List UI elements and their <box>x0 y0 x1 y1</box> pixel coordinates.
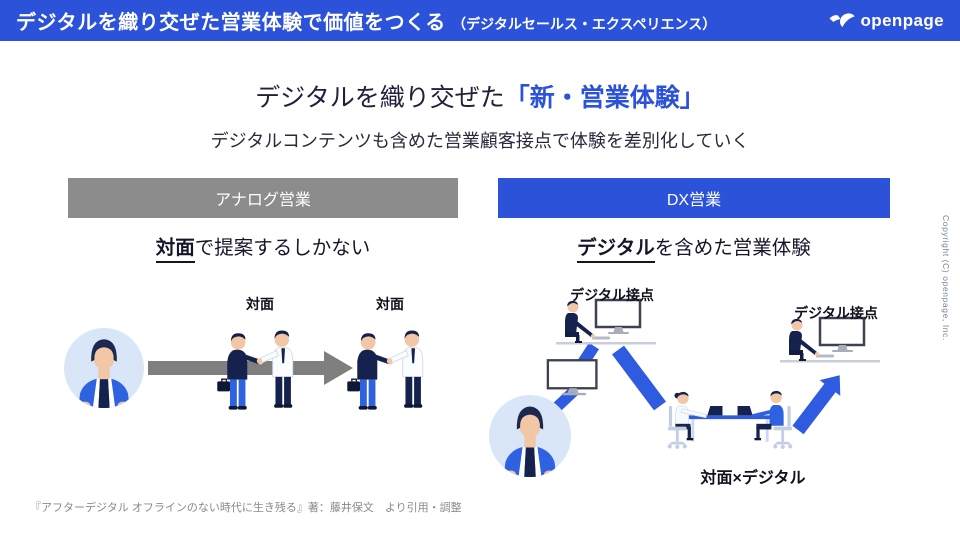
dx-caption-emphasis: デジタル <box>577 231 655 263</box>
digital-touchpoint-label-1: デジタル接点 <box>570 287 654 303</box>
salesperson-avatar-dx <box>489 395 571 477</box>
handshake-illustration-2 <box>340 325 440 416</box>
page-title: デジタルを織り交ぜた「新・営業体験」 <box>0 83 960 113</box>
meeting-label: 対面×デジタル <box>700 470 806 487</box>
dx-caption: デジタルを含めた営業体験 <box>498 231 890 263</box>
analog-caption: 対面で提案するしかない <box>68 231 458 263</box>
standalone-monitor-icon <box>546 358 602 398</box>
analog-caption-emphasis: 対面 <box>155 231 195 263</box>
dx-caption-rest: を含めた営業体験 <box>654 237 811 259</box>
citation-footnote: 『アフターデジタル オフラインのない時代に生き残る』著：藤井保文 より引用・調整 <box>30 502 462 514</box>
page-title-accent: 「新・営業体験」 <box>504 84 705 112</box>
face-to-face-label-2: 対面 <box>376 296 404 312</box>
page-title-prefix: デジタルを織り交ぜた <box>255 84 505 112</box>
digital-touchpoint-label-2: デジタル接点 <box>794 305 878 321</box>
handshake-illustration-1 <box>210 325 310 416</box>
slide-header: デジタルを織り交ぜた営業体験で価値をつくる （デジタルセールス・エクスペリエンス… <box>0 0 960 41</box>
gray-flow-arrow-icon <box>148 351 353 385</box>
logo-wordmark: openpage <box>860 10 944 30</box>
copyright-vertical: Copyright (C) openpage, Inc. <box>941 215 951 341</box>
logo-bird-icon <box>829 13 854 27</box>
page-subtitle: デジタルコンテンツも含めた営業顧客接点で体験を差別化していく <box>210 131 750 151</box>
salesperson-avatar <box>64 328 144 408</box>
dx-header-bar: DX営業 <box>498 178 890 218</box>
header-title-group: デジタルを織り交ぜた営業体験で価値をつくる （デジタルセールス・エクスペリエンス… <box>16 6 716 35</box>
meeting-table-scene <box>650 383 810 459</box>
openpage-logo: openpage <box>829 11 945 31</box>
analog-header-bar: アナログ営業 <box>68 178 458 218</box>
face-to-face-label-1: 対面 <box>246 296 274 312</box>
header-subtitle: （デジタルセールス・エクスペリエンス） <box>452 16 717 32</box>
desk-computer-scene-1 <box>556 298 656 348</box>
analog-caption-rest: で提案するしかない <box>194 237 371 259</box>
desk-computer-scene-2 <box>780 316 880 366</box>
header-title: デジタルを織り交ぜた営業体験で価値をつくる <box>16 12 446 34</box>
